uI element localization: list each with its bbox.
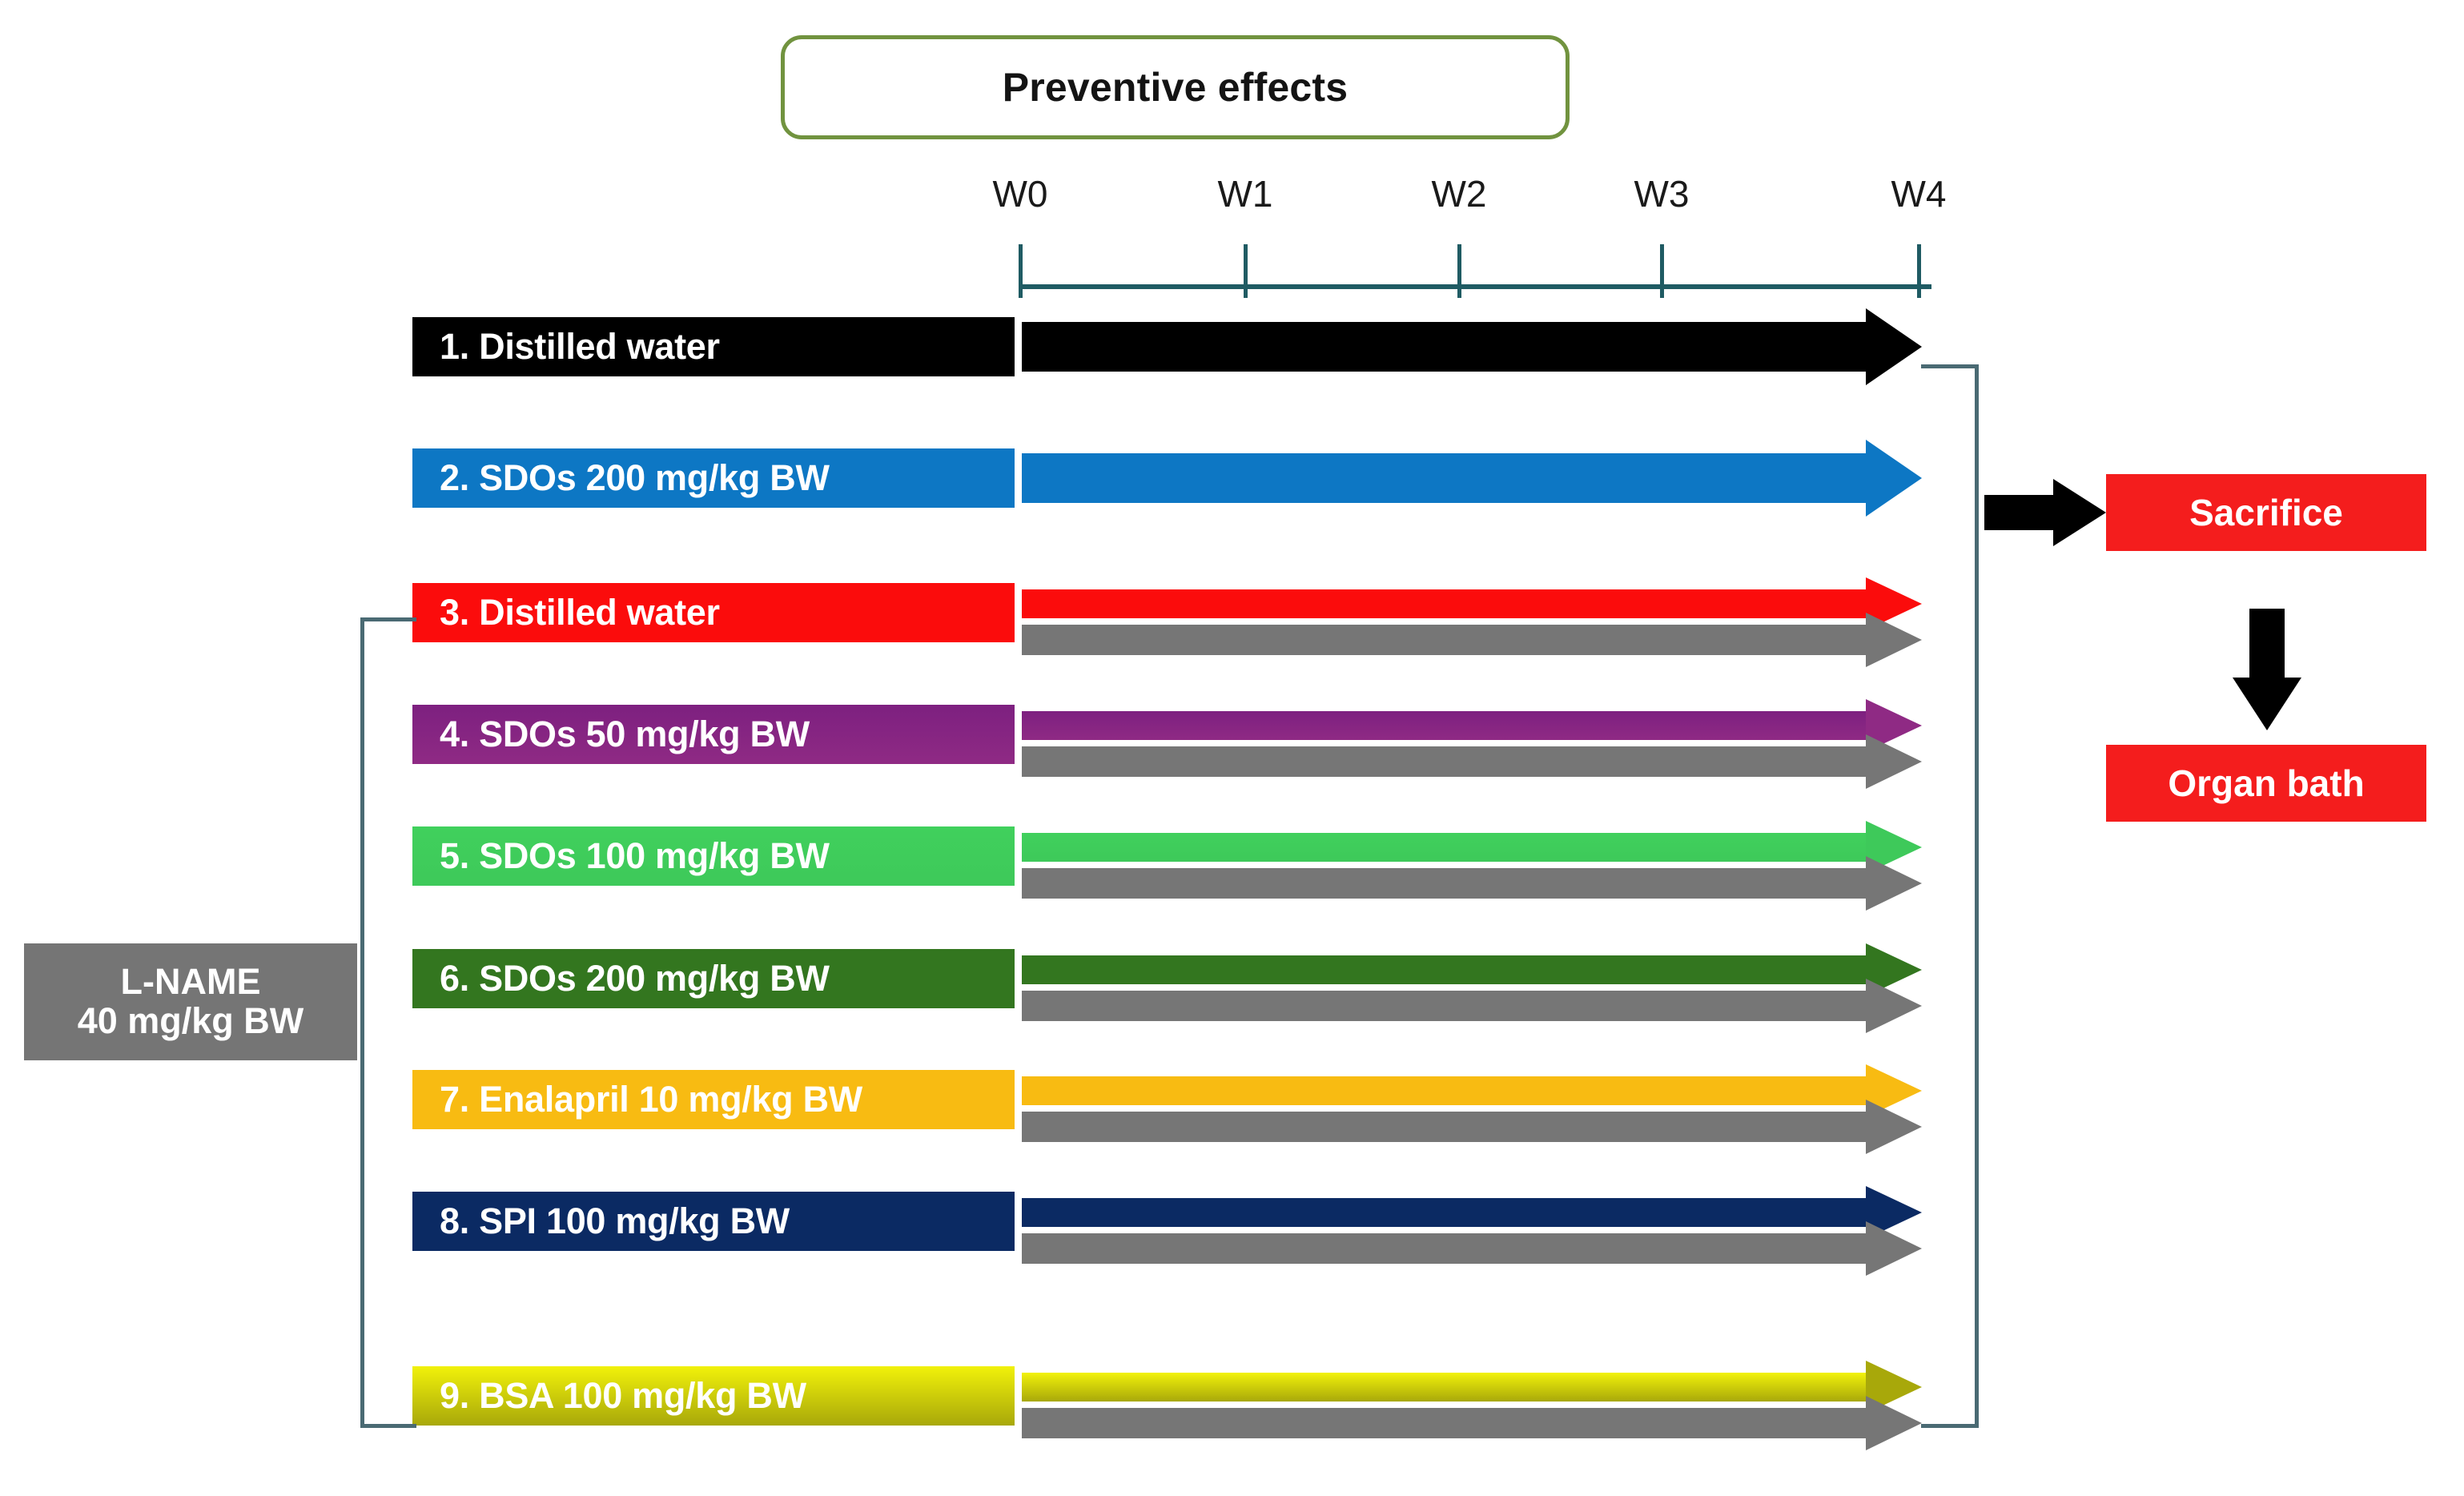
arrow-head — [1866, 734, 1922, 789]
arrow-shaft — [1022, 746, 1866, 777]
group-label-text-6: 6. SDOs 200 mg/kg BW — [440, 958, 830, 999]
arrow-shaft — [1022, 453, 1866, 503]
arrow-shaft — [1022, 711, 1866, 740]
arrow-to-sacrifice-icon — [1984, 479, 2106, 546]
group-label-5: 5. SDOs 100 mg/kg BW — [412, 826, 1015, 886]
timeline-tick-w1 — [1244, 244, 1248, 298]
timeline-tick-label-w0: W0 — [992, 173, 1048, 215]
group-label-text-9: 9. BSA 100 mg/kg BW — [440, 1375, 806, 1416]
treatment-arrow-9 — [1022, 1361, 1922, 1414]
arrow-head — [1866, 1396, 1922, 1450]
treatment-arrow-4 — [1022, 699, 1922, 752]
arrow-to-organ-bath-icon — [2233, 609, 2301, 732]
timeline-tick-w0 — [1019, 244, 1023, 298]
lname-box: L-NAME 40 mg/kg BW — [24, 943, 357, 1060]
timeline-tick-label-w3: W3 — [1634, 173, 1690, 215]
organ-bath-box: Organ bath — [2106, 745, 2426, 822]
lname-line2: 40 mg/kg BW — [77, 1000, 304, 1041]
timeline-tick-w2 — [1457, 244, 1461, 298]
lname-bracket-top — [360, 617, 416, 621]
arrow-head — [1866, 440, 1922, 517]
sacrifice-label: Sacrifice — [2189, 492, 2343, 533]
treatment-arrow-1 — [1022, 308, 1922, 385]
group-label-text-2: 2. SDOs 200 mg/kg BW — [440, 457, 830, 498]
group-label-6: 6. SDOs 200 mg/kg BW — [412, 949, 1015, 1008]
arrow-head — [1866, 613, 1922, 667]
timeline-axis — [1020, 284, 1931, 289]
treatment-arrow-6 — [1022, 943, 1922, 996]
lname-bracket-bottom — [360, 1424, 416, 1428]
arrow-shaft — [1022, 1373, 1866, 1401]
arrow-shaft — [1022, 991, 1866, 1021]
timeline-tick-w4 — [1917, 244, 1921, 298]
arrow-head — [1866, 1221, 1922, 1276]
arrow-shaft — [1022, 833, 1866, 862]
organ-bath-label: Organ bath — [2168, 762, 2365, 804]
lname-arrow-6 — [1022, 979, 1922, 1033]
arrow-shaft — [1022, 1408, 1866, 1438]
outcome-bracket-bottom — [1921, 1424, 1979, 1428]
timeline-tick-label-w1: W1 — [1217, 173, 1273, 215]
treatment-arrow-3 — [1022, 577, 1922, 630]
treatment-arrow-7 — [1022, 1064, 1922, 1117]
treatment-arrow-8 — [1022, 1186, 1922, 1239]
group-label-7: 7. Enalapril 10 mg/kg BW — [412, 1070, 1015, 1129]
group-label-text-8: 8. SPI 100 mg/kg BW — [440, 1200, 790, 1241]
arrow-shaft — [1022, 1198, 1866, 1227]
header-title: Preventive effects — [1002, 65, 1349, 110]
outcome-bracket-vertical — [1975, 364, 1979, 1427]
group-label-4: 4. SDOs 50 mg/kg BW — [412, 705, 1015, 764]
lname-arrow-5 — [1022, 856, 1922, 911]
group-label-text-1: 1. Distilled water — [440, 326, 720, 367]
lname-arrow-4 — [1022, 734, 1922, 789]
arrow-shaft — [1022, 589, 1866, 618]
group-label-1: 1. Distilled water — [412, 317, 1015, 376]
timeline-tick-label-w2: W2 — [1431, 173, 1487, 215]
lname-line1: L-NAME — [120, 961, 261, 1003]
group-label-text-7: 7. Enalapril 10 mg/kg BW — [440, 1079, 862, 1120]
arrow-shaft — [1022, 955, 1866, 984]
lname-arrow-8 — [1022, 1221, 1922, 1276]
preventive-effects-header: Preventive effects — [781, 35, 1570, 139]
treatment-arrow-5 — [1022, 821, 1922, 874]
sacrifice-box: Sacrifice — [2106, 474, 2426, 551]
group-label-8: 8. SPI 100 mg/kg BW — [412, 1192, 1015, 1251]
timeline-tick-label-w4: W4 — [1891, 173, 1947, 215]
arrow-shaft — [1022, 1112, 1866, 1142]
arrow-head — [1866, 1100, 1922, 1154]
group-label-3: 3. Distilled water — [412, 583, 1015, 642]
timeline-tick-w3 — [1660, 244, 1664, 298]
group-label-2: 2. SDOs 200 mg/kg BW — [412, 448, 1015, 508]
arrow-shaft — [1022, 1233, 1866, 1264]
outcome-bracket-top — [1921, 364, 1979, 368]
arrow-shaft — [1022, 1076, 1866, 1105]
arrow-head — [1866, 856, 1922, 911]
arrow-head — [1866, 979, 1922, 1033]
lname-bracket-vertical — [360, 617, 364, 1428]
treatment-arrow-2 — [1022, 440, 1922, 517]
arrow-head — [1866, 308, 1922, 385]
arrow-shaft — [1022, 868, 1866, 899]
group-label-9: 9. BSA 100 mg/kg BW — [412, 1366, 1015, 1426]
lname-arrow-3 — [1022, 613, 1922, 667]
group-label-text-3: 3. Distilled water — [440, 592, 720, 633]
lname-arrow-9 — [1022, 1396, 1922, 1450]
lname-arrow-7 — [1022, 1100, 1922, 1154]
arrow-shaft — [1022, 322, 1866, 372]
group-label-text-4: 4. SDOs 50 mg/kg BW — [440, 714, 810, 754]
arrow-shaft — [1022, 625, 1866, 655]
group-label-text-5: 5. SDOs 100 mg/kg BW — [440, 835, 830, 876]
